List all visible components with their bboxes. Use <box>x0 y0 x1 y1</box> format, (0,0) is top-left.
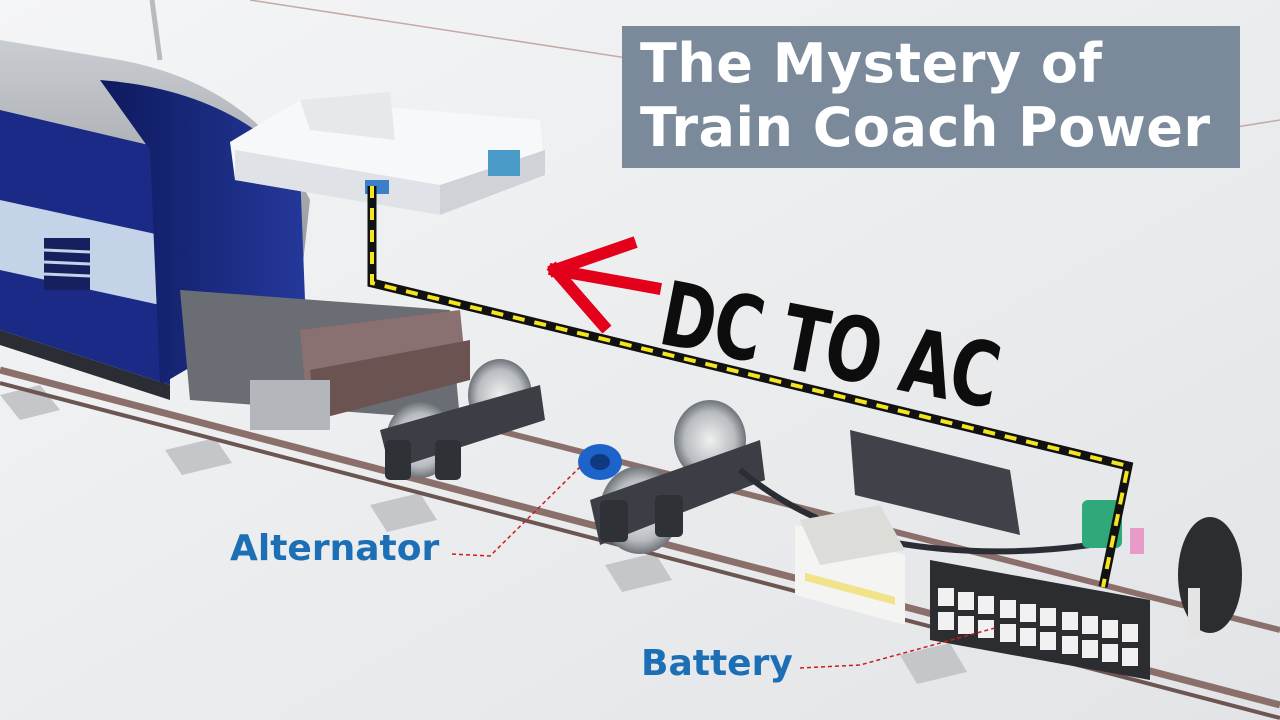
equipment-box <box>850 430 1020 535</box>
power-path-line <box>367 186 1134 588</box>
title-line-1: The Mystery of <box>640 32 1103 95</box>
air-tank <box>1178 517 1242 638</box>
red-arrow-icon <box>546 236 662 334</box>
rectifier-box <box>795 505 905 625</box>
overhead-pole <box>149 0 163 61</box>
sleepers <box>0 385 967 684</box>
overhead-wire <box>249 0 641 61</box>
alternator-pointer <box>451 466 581 557</box>
battery-label: Battery <box>641 643 793 684</box>
title-banner: The Mystery of Train Coach Power <box>622 26 1240 168</box>
alternator-label: Alternator <box>230 528 440 569</box>
bogie-rear <box>578 400 765 554</box>
bogie-front <box>380 359 545 480</box>
battery-bank <box>930 560 1150 680</box>
title-line-2: Train Coach Power <box>640 96 1211 159</box>
roof-ac-unit <box>230 92 545 215</box>
coach-underframe <box>180 290 470 430</box>
